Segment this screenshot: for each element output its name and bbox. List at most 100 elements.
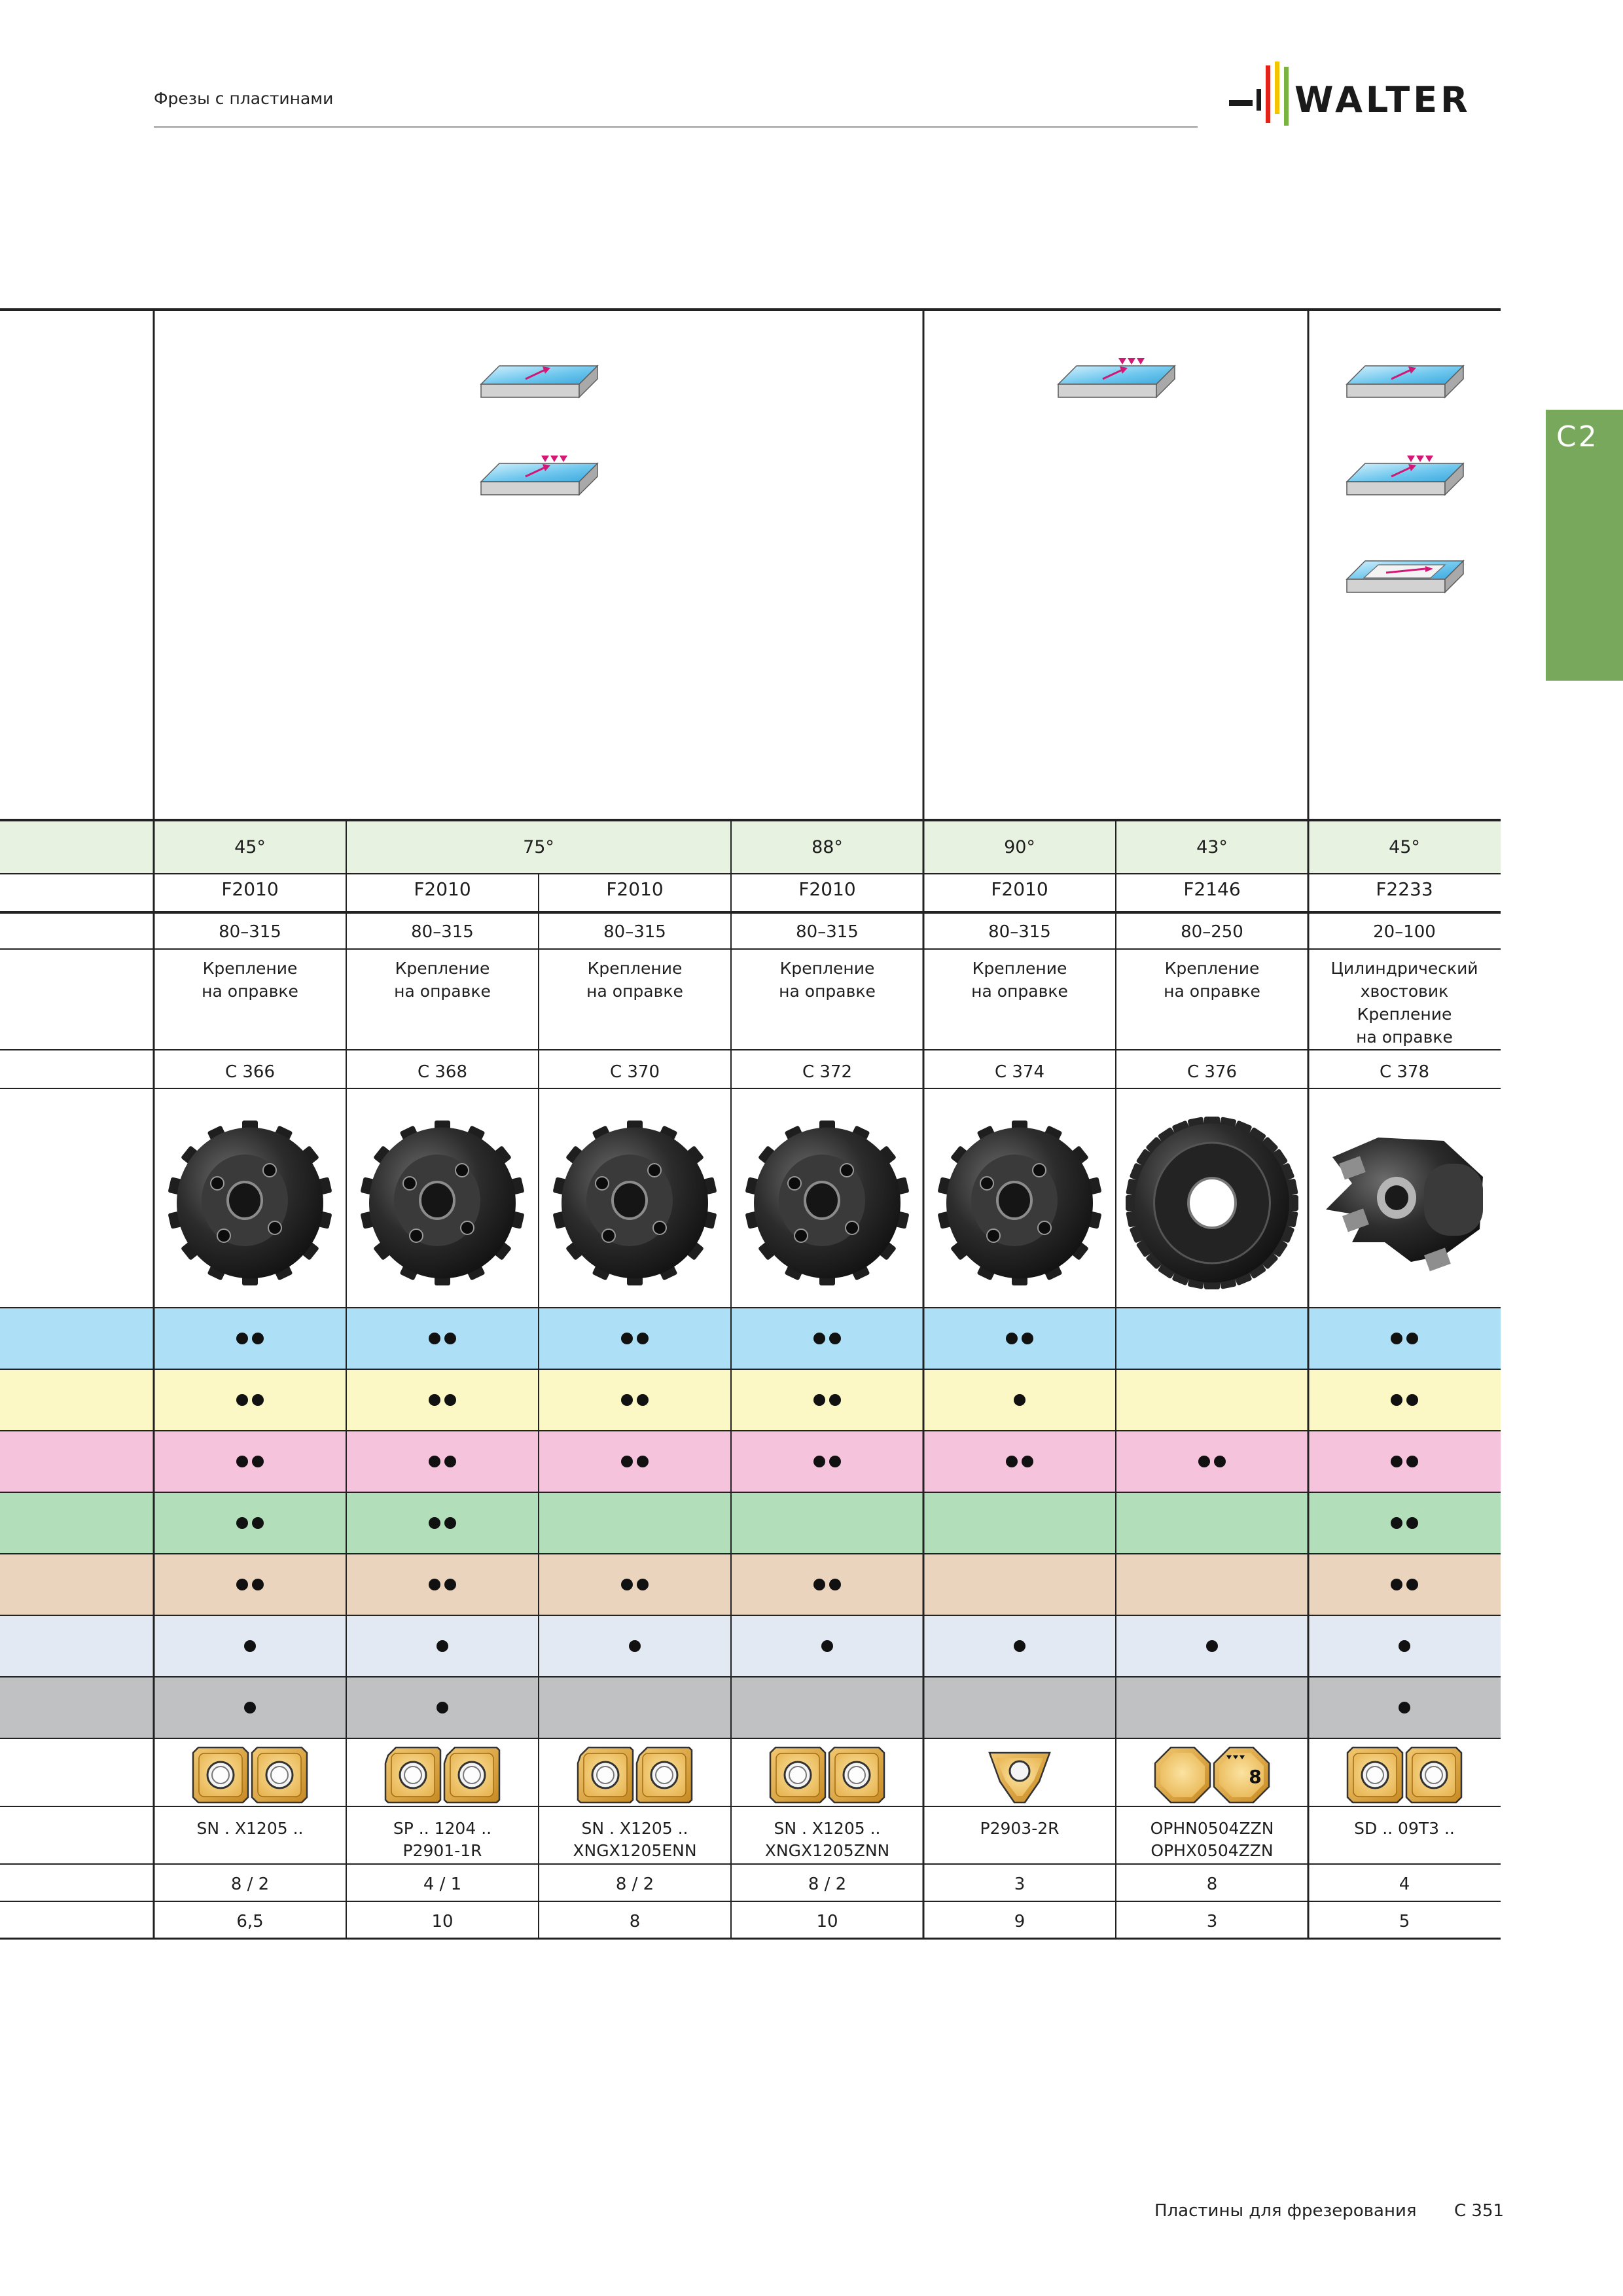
cutter-bolt-hole — [787, 1176, 802, 1191]
cutter-bolt-hole — [794, 1229, 808, 1243]
suitability-dot — [252, 1517, 264, 1529]
suitability-dot — [236, 1394, 248, 1406]
insert-designation: SN . X1205 .. — [196, 1819, 303, 1838]
material-row-bg — [0, 1677, 1501, 1738]
op-icon-side — [1444, 560, 1464, 594]
insert-image — [828, 1746, 885, 1804]
cutter-bolt-hole — [840, 1163, 854, 1177]
max-cutting-depth: 10 — [431, 1912, 453, 1931]
insert-image — [1154, 1746, 1211, 1804]
cutting-edges: 8 — [1207, 1874, 1218, 1894]
max-cutting-depth: 9 — [1014, 1912, 1026, 1931]
suitability-dot — [821, 1640, 833, 1652]
cutting-edges: 8 / 2 — [616, 1874, 654, 1894]
insert-image — [1213, 1746, 1270, 1804]
op-icon-marker — [1407, 456, 1415, 462]
catalog-page-ref: C 374 — [995, 1062, 1044, 1082]
insert-image — [988, 1751, 1051, 1804]
cutter-image — [168, 1121, 332, 1285]
endmill-insert — [1424, 1247, 1451, 1272]
cutter-bolt-hole — [210, 1176, 224, 1191]
suitability-dot — [829, 1579, 841, 1590]
suitability-dot — [444, 1579, 456, 1590]
mounting-type: на оправке — [1164, 982, 1260, 1001]
op-icon-side — [1156, 365, 1175, 399]
cutter-bolt-hole — [980, 1176, 994, 1191]
insert-designation: P2903-2R — [980, 1819, 1060, 1838]
mounting-type: на оправке — [586, 982, 683, 1001]
op-icon-front — [1346, 384, 1446, 398]
cutting-edges: 4 — [1399, 1874, 1410, 1894]
cutter-type: F2010 — [606, 878, 663, 900]
insert-screw-hole — [1008, 1760, 1031, 1782]
suitability-dot — [1391, 1456, 1402, 1467]
footer-page-number: C 351 — [1454, 2201, 1505, 2221]
suitability-dot — [1406, 1517, 1418, 1529]
mounting-type: Крепление — [1165, 959, 1260, 978]
material-row-bg — [0, 1369, 1501, 1431]
mounting-type: Крепление — [1357, 1005, 1452, 1024]
catalog-page-ref: C 368 — [418, 1062, 467, 1082]
insert-image — [1405, 1746, 1463, 1804]
page-header-title: Фрезы с пластинами — [154, 89, 334, 108]
diameter-range: 80–315 — [219, 922, 281, 942]
logo-bar-4 — [1275, 62, 1279, 114]
op-icon-arrow — [1391, 368, 1412, 380]
material-row-bg — [0, 1615, 1501, 1677]
insert-screw-hole-inner — [1425, 1766, 1443, 1784]
suitability-dot — [1022, 1333, 1033, 1344]
logo-bar-3 — [1266, 65, 1270, 123]
diameter-range: 80–315 — [796, 922, 859, 942]
suitability-dot — [252, 1394, 264, 1406]
cutter-bolt-hole — [1037, 1221, 1052, 1235]
op-icon-arrowhead — [543, 464, 550, 471]
approach-angle: 43° — [1196, 837, 1228, 857]
logo-bar-5 — [1284, 67, 1289, 126]
op-icon-marker — [1137, 358, 1145, 365]
suitability-dot — [829, 1333, 841, 1344]
suitability-dot — [444, 1517, 456, 1529]
suitability-dot — [1391, 1579, 1402, 1590]
catalog-page-ref: C 366 — [225, 1062, 275, 1082]
diameter-range: 20–100 — [1373, 922, 1436, 942]
suitability-dot — [437, 1640, 448, 1652]
angle-row-bg — [0, 820, 1501, 874]
suitability-dot — [621, 1456, 633, 1467]
diameter-range: 80–250 — [1181, 922, 1243, 942]
insert-designation: SN . X1205 .. — [774, 1819, 880, 1838]
cutter-bolt-hole — [262, 1163, 277, 1177]
suitability-dot — [236, 1456, 248, 1467]
section-tab-c2[interactable]: C2 — [1546, 410, 1623, 681]
insert-designation: P2901-1R — [403, 1841, 482, 1860]
walter-logo: WALTER — [1229, 62, 1468, 126]
cutter-bolt-hole — [601, 1229, 616, 1243]
suitability-dot — [621, 1579, 633, 1590]
insert-designation: XNGX1205ENN — [573, 1841, 696, 1860]
suitability-dot — [437, 1702, 448, 1713]
cutter-bore — [226, 1181, 263, 1220]
approach-angle: 75° — [523, 837, 554, 857]
insert-designation: XNGX1205ZNN — [765, 1841, 889, 1860]
insert-edge-marker — [1226, 1755, 1232, 1759]
footer-section-title: Пластины для фрезерования — [1154, 2201, 1417, 2221]
suitability-dot — [829, 1456, 841, 1467]
op-icon-front — [480, 384, 580, 398]
insert-edge-marker — [1240, 1755, 1245, 1759]
cutter-bolt-hole — [455, 1163, 469, 1177]
cutter-type: F2010 — [798, 878, 855, 900]
suitability-dot — [444, 1394, 456, 1406]
cutting-edges: 4 / 1 — [423, 1874, 461, 1894]
suitability-dot — [429, 1333, 440, 1344]
insert-image — [769, 1746, 827, 1804]
cutter-bolt-hole — [217, 1229, 231, 1243]
op-icon-side — [579, 365, 598, 399]
insert-screw-hole-inner — [847, 1766, 866, 1784]
insert-edge-count-badge: 8 — [1249, 1766, 1261, 1787]
suitability-dot — [1214, 1456, 1226, 1467]
op-icon-marker — [541, 456, 549, 462]
insert-designation: SP .. 1204 .. — [393, 1819, 491, 1838]
cutter-type: F2233 — [1376, 878, 1433, 900]
suitability-dot — [236, 1579, 248, 1590]
endmill-insert — [1342, 1208, 1369, 1232]
